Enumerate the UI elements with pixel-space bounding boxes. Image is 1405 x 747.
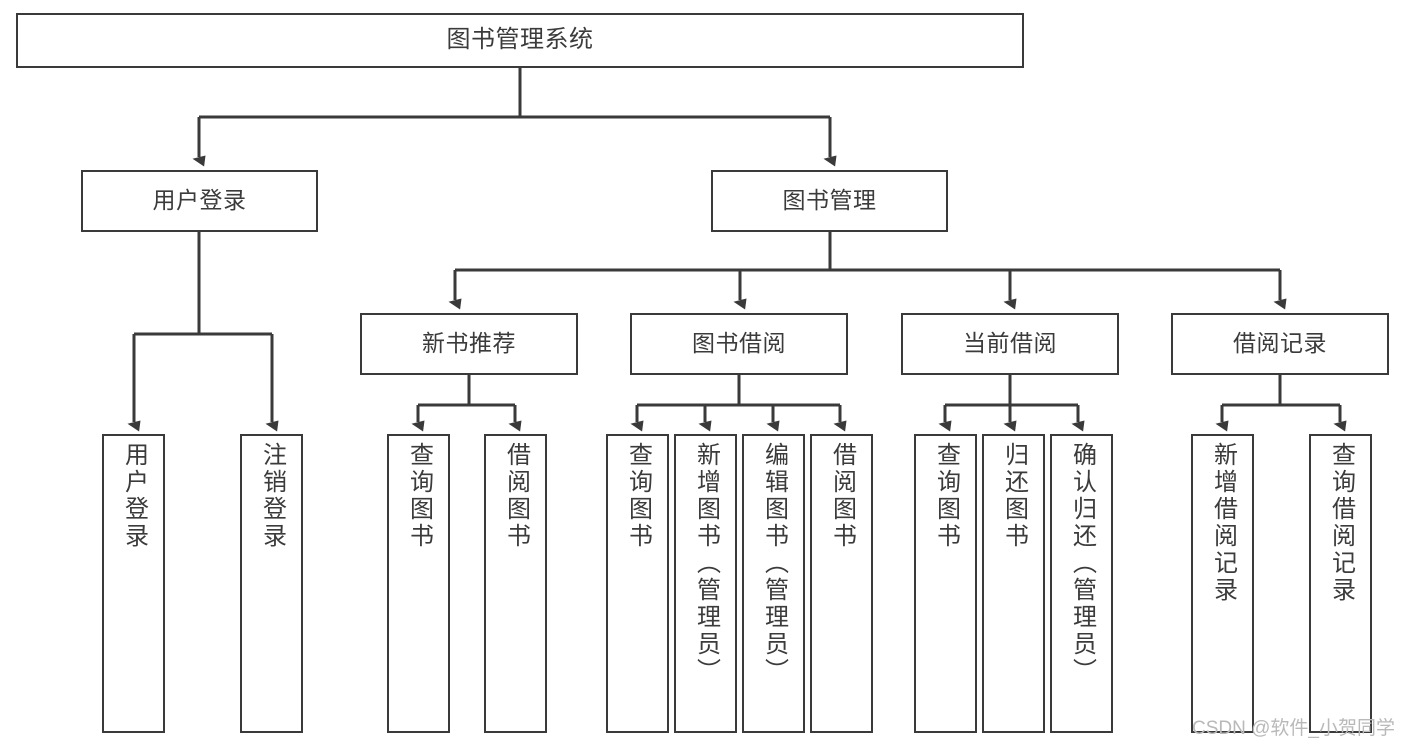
node-current-borrow[interactable]: 当前借阅: [901, 313, 1119, 375]
node-current-borrow-label: 当前借阅: [963, 330, 1057, 357]
node-leaf-add-book[interactable]: 新增图书（管理员）: [674, 434, 737, 733]
node-root[interactable]: 图书管理系统: [16, 13, 1024, 68]
node-book-borrow-label: 图书借阅: [692, 330, 786, 357]
node-leaf-borrow-book-1[interactable]: 借阅图书: [484, 434, 547, 733]
node-leaf-query-book-1-label: 查询图书: [405, 442, 433, 550]
node-root-label: 图书管理系统: [446, 26, 594, 54]
node-borrow-record-label: 借阅记录: [1233, 330, 1327, 357]
node-leaf-borrow-book-2[interactable]: 借阅图书: [810, 434, 873, 733]
node-book-borrow[interactable]: 图书借阅: [630, 313, 848, 375]
node-borrow-record[interactable]: 借阅记录: [1171, 313, 1389, 375]
node-leaf-edit-book-label: 编辑图书（管理员）: [760, 442, 788, 685]
node-new-book-rec[interactable]: 新书推荐: [360, 313, 578, 375]
watermark-text: CSDN @软件_小贺同学: [1192, 718, 1395, 739]
node-leaf-user-logout[interactable]: 注销登录: [240, 434, 303, 733]
node-leaf-add-book-label: 新增图书（管理员）: [692, 442, 720, 685]
node-leaf-borrow-book-1-label: 借阅图书: [502, 442, 530, 550]
node-leaf-query-record[interactable]: 查询借阅记录: [1309, 434, 1372, 733]
node-new-book-rec-label: 新书推荐: [422, 330, 516, 357]
node-leaf-confirm-return-label: 确认归还（管理员）: [1068, 442, 1096, 685]
node-leaf-return-book[interactable]: 归还图书: [982, 434, 1045, 733]
node-leaf-query-book-3-label: 查询图书: [932, 442, 960, 550]
node-leaf-query-record-label: 查询借阅记录: [1327, 442, 1355, 604]
node-leaf-edit-book[interactable]: 编辑图书（管理员）: [742, 434, 805, 733]
node-book-manage[interactable]: 图书管理: [711, 170, 948, 232]
node-user-login[interactable]: 用户登录: [81, 170, 318, 232]
node-leaf-borrow-book-2-label: 借阅图书: [828, 442, 856, 550]
node-leaf-query-book-2[interactable]: 查询图书: [606, 434, 669, 733]
node-leaf-query-book-3[interactable]: 查询图书: [914, 434, 977, 733]
node-leaf-query-book-1[interactable]: 查询图书: [387, 434, 450, 733]
node-leaf-confirm-return[interactable]: 确认归还（管理员）: [1050, 434, 1113, 733]
node-leaf-user-logout-label: 注销登录: [258, 442, 286, 550]
node-leaf-add-record[interactable]: 新增借阅记录: [1191, 434, 1254, 733]
node-leaf-query-book-2-label: 查询图书: [624, 442, 652, 550]
node-leaf-user-login[interactable]: 用户登录: [102, 434, 165, 733]
node-leaf-return-book-label: 归还图书: [1000, 442, 1028, 550]
node-leaf-add-record-label: 新增借阅记录: [1209, 442, 1237, 604]
node-book-manage-label: 图书管理: [782, 187, 877, 214]
node-leaf-user-login-label: 用户登录: [120, 442, 148, 550]
node-user-login-label: 用户登录: [152, 187, 247, 214]
